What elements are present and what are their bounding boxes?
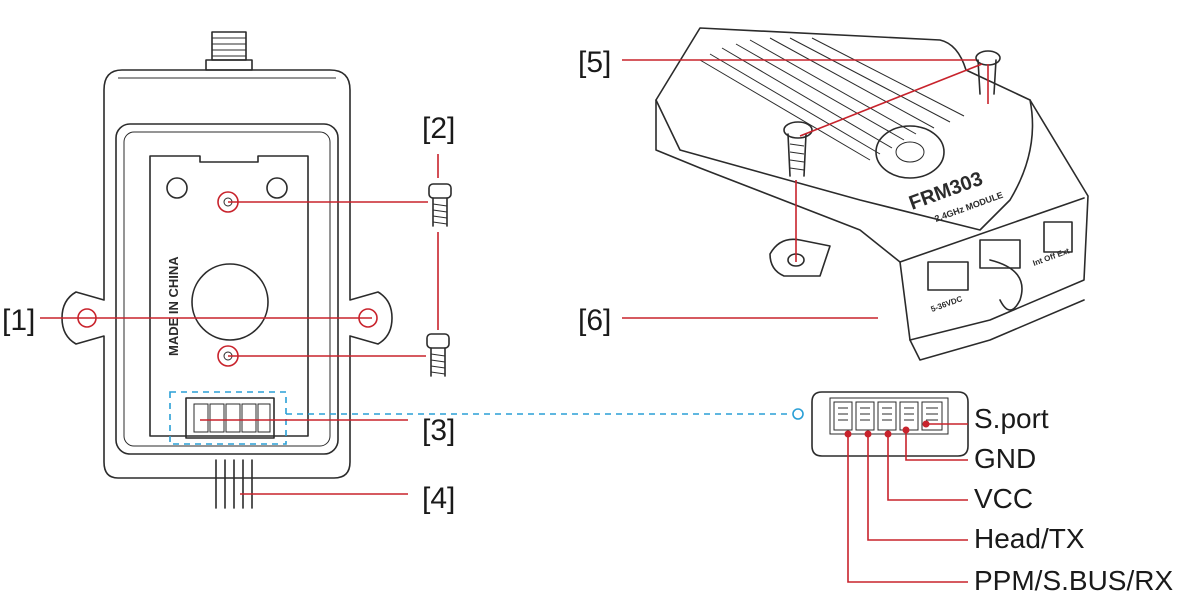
cooling-vent (875, 125, 945, 179)
int-ext-switch (1043, 221, 1073, 253)
power-port (927, 261, 969, 291)
pin-label-gnd: GND (974, 443, 1036, 474)
callout-2: [2] (422, 112, 455, 145)
callout-1: [1] (2, 304, 35, 337)
pin-label-head-tx: Head/TX (974, 523, 1085, 554)
heatsink-fins (699, 37, 965, 161)
telemetry-connector-back (185, 397, 275, 439)
connector-highlight-box (169, 391, 287, 445)
module-back-view: MADE IN CHINA (61, 31, 393, 509)
screw-iso-front (783, 121, 813, 177)
pin-label-ppm: PPM/S.BUS/RX (974, 565, 1173, 596)
inner-plate (115, 123, 339, 455)
center-hole (191, 263, 269, 341)
callout-3: [3] (422, 414, 455, 447)
cable (215, 459, 253, 509)
housing-outline (61, 69, 393, 479)
callout-6: [6] (578, 304, 611, 337)
module-iso-view: FRM303 2.4GHz MODULE 5-36VDC Int Off Ext (655, 27, 1089, 361)
pin-label-vcc: VCC (974, 483, 1033, 514)
made-in-china-text: MADE IN CHINA (166, 256, 181, 356)
corner-hole-left (166, 177, 188, 199)
telemetry-port (979, 239, 1021, 269)
voltage-text: 5-36VDC (930, 294, 964, 314)
callout-4: [4] (422, 482, 455, 515)
screw-bottom-left (426, 333, 450, 377)
antenna-connector (205, 31, 253, 71)
mounting-ear (769, 238, 831, 277)
callout-5: [5] (578, 46, 611, 79)
pin-label-sport: S.port (974, 403, 1049, 434)
screw-top-left (428, 183, 452, 227)
side-cable (989, 259, 1023, 311)
int-ext-text: Int Off Ext (1032, 246, 1071, 268)
corner-hole-right (266, 177, 288, 199)
pin-slots (833, 401, 943, 431)
